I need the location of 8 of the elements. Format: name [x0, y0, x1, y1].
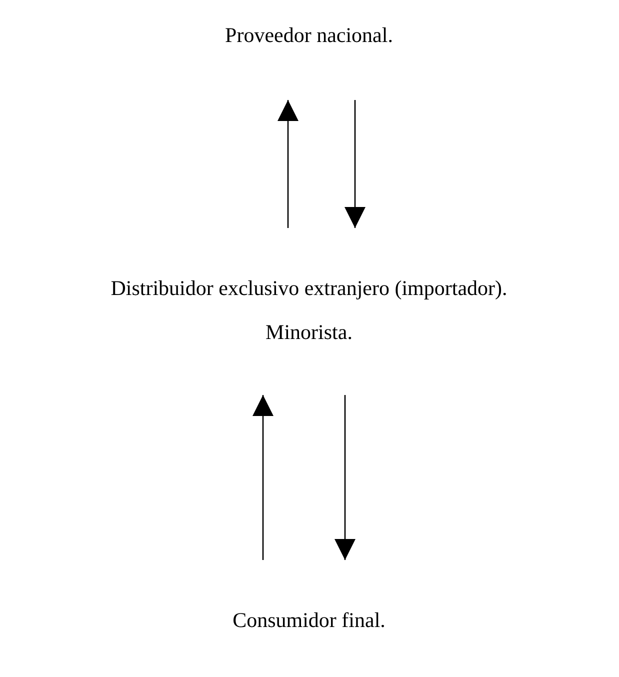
node-label: Consumidor final. [232, 607, 386, 633]
node-label: Proveedor nacional. [225, 22, 393, 167]
arrow [252, 395, 274, 560]
node-label: Distribuidor exclusivo extranjero (importador). [110, 275, 508, 301]
arrow [344, 100, 366, 228]
arrow [334, 395, 356, 560]
node-label: Minorista. [266, 319, 352, 494]
arrow [278, 100, 298, 228]
